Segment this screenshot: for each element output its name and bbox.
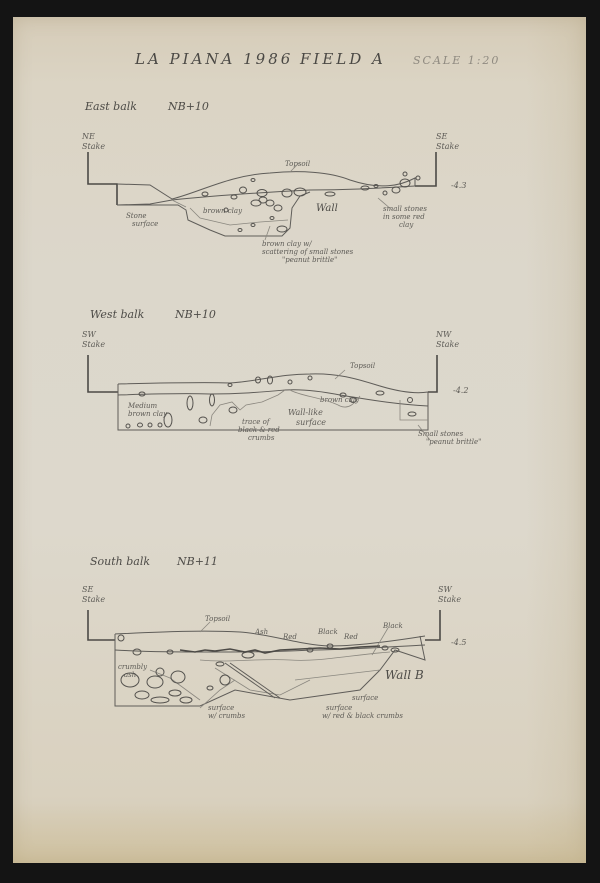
datum-depth-south: -4.5 [451, 638, 467, 647]
note-line: scattering of small stones [262, 248, 354, 256]
note-line: surface [208, 704, 235, 712]
grid-ref-west: NB+10 [175, 308, 216, 321]
label-layer-red: Red [344, 633, 358, 641]
label-layer-ash: Ash [255, 628, 269, 636]
note-line: ash [124, 671, 137, 679]
note-line: Medium [128, 402, 158, 410]
note-line: surface [296, 418, 327, 427]
label-layer-red: Red [283, 633, 297, 641]
label-wall-b: Wall B [385, 668, 424, 682]
note-line: surface [132, 220, 159, 228]
grid-ref-south: NB+11 [177, 555, 218, 568]
note-line: crumbly [118, 663, 148, 671]
stake-label-sw: SW Stake [438, 585, 461, 605]
stake-text: Stake [438, 595, 462, 604]
stake-direction: NE [82, 132, 95, 141]
label-surface-red-black: surface w/ red & black crumbs [322, 704, 403, 720]
section-heading-south: South balk [90, 555, 151, 568]
note-line: "peanut brittle" [426, 438, 482, 446]
stake-direction: SE [436, 132, 448, 141]
label-small-stones: Small stones "peanut brittle" [418, 430, 481, 446]
stake-direction: SE [82, 585, 94, 594]
label-wall: Wall [316, 203, 338, 214]
stake-direction: NW [436, 330, 452, 339]
note-line: trace of [242, 418, 270, 426]
east-balk-profile [87, 152, 437, 241]
stake-direction: SW [82, 330, 96, 339]
note-line: in some red [383, 213, 425, 221]
label-topsoil: Topsoil [205, 615, 231, 623]
south-balk-profile [87, 610, 441, 709]
field-label: FIELD A [300, 50, 386, 68]
label-wall-like-surface: Wall-like surface [288, 408, 326, 428]
label-medium-brown-clay: Medium brown clay [128, 402, 167, 418]
note-line: clay [399, 221, 414, 229]
stake-text: Stake [82, 340, 106, 349]
note-line: small stones [383, 205, 427, 213]
label-crumbly-ash: crumbly ash [118, 663, 147, 679]
label-brown-clay-scatter: brown clay w/ scattering of small stones… [262, 240, 353, 264]
label-layer-black: Black [383, 622, 403, 630]
stake-text: Stake [82, 595, 106, 604]
site-title: LA PIANA 1986 [135, 50, 294, 68]
paper-stain [526, 17, 586, 863]
note-line: Stone [126, 212, 147, 220]
label-surface: surface [352, 694, 379, 702]
note-line: crumbs [248, 434, 275, 442]
stake-label-sw: SW Stake [82, 330, 105, 350]
stake-label-se: SE Stake [82, 585, 105, 605]
label-brown-clay: brown clay [203, 207, 243, 215]
label-topsoil: Topsoil [350, 362, 376, 370]
note-line: brown clay w/ [262, 240, 312, 248]
section-heading-west: West balk [90, 308, 145, 321]
stake-text: Stake [436, 340, 460, 349]
stake-label-ne: NE Stake [82, 132, 105, 152]
drawing-sheet [13, 17, 586, 863]
stake-text: Stake [82, 142, 106, 151]
label-small-stones: small stones in some red clay [383, 205, 427, 229]
note-line: Wall-like [288, 408, 323, 417]
stake-label-se: SE Stake [436, 132, 459, 152]
note-line: Small stones [418, 430, 464, 438]
section-heading-east: East balk [85, 100, 137, 113]
grid-ref-east: NB+10 [168, 100, 209, 113]
label-stone-surface: Stone surface [126, 212, 158, 228]
note-line: "peanut brittle" [282, 256, 338, 264]
note-line: w/ red & black crumbs [322, 712, 403, 720]
label-layer-black: Black [318, 628, 338, 636]
west-balk-profile [87, 355, 438, 441]
paper-stain [13, 803, 586, 863]
datum-depth-east: -4.3 [451, 181, 467, 190]
note-line: surface [326, 704, 353, 712]
label-brown-clay: brown clay [320, 396, 360, 404]
scale-label: SCALE 1:20 [413, 54, 501, 67]
label-surface-crumbs: surface w/ crumbs [208, 704, 245, 720]
stake-label-nw: NW Stake [436, 330, 459, 350]
datum-depth-west: -4.2 [453, 386, 469, 395]
stake-text: Stake [436, 142, 460, 151]
stake-direction: SW [438, 585, 452, 594]
note-line: brown clay [128, 410, 168, 418]
note-line: w/ crumbs [208, 712, 246, 720]
